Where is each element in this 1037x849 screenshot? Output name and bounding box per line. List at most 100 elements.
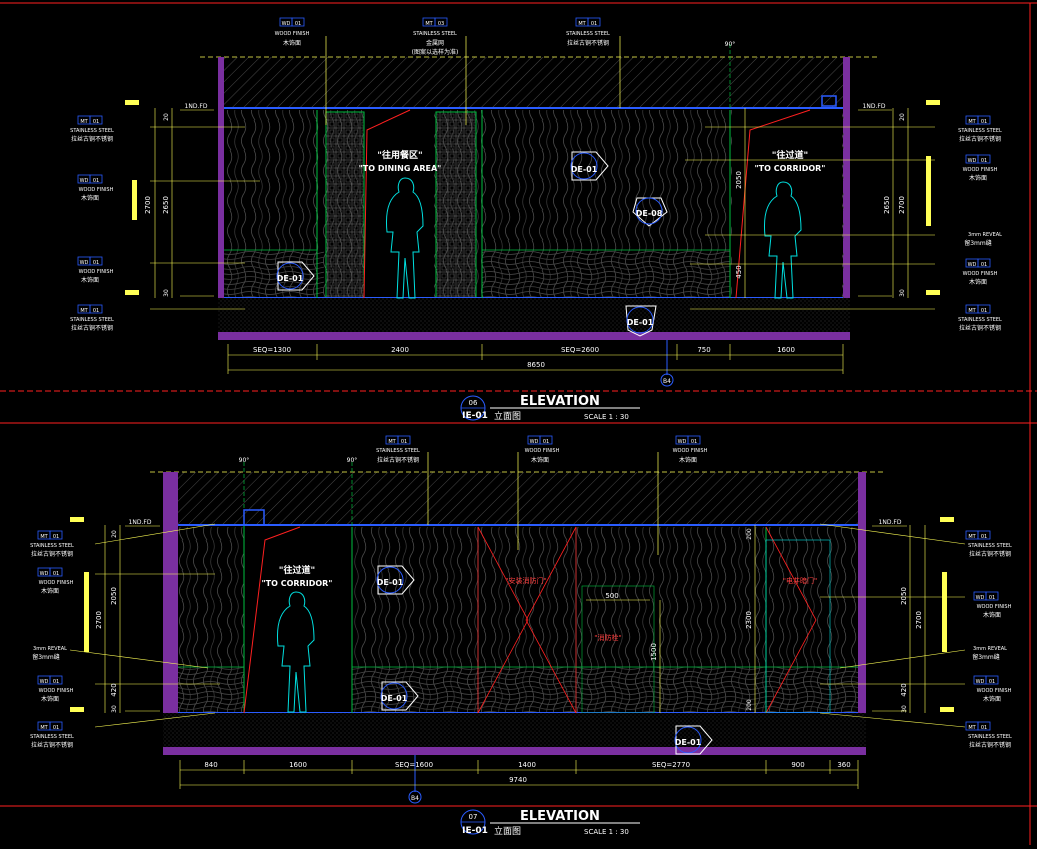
callout: WD 01 WOOD FINISH 木饰面	[673, 435, 708, 464]
svg-text:STAINLESS STEEL: STAINLESS STEEL	[70, 128, 114, 134]
note: 3mm REVEAL 留3mm缝	[32, 646, 67, 661]
tag-label: DE-08	[636, 209, 663, 218]
tag-label: DE-01	[277, 274, 304, 283]
svg-text:STAINLESS STEEL: STAINLESS STEEL	[566, 31, 610, 37]
svg-text:木饰面: 木饰面	[41, 587, 59, 595]
top-left-notes: MT 01 STAINLESS STEEL 拉丝古铜不锈钢 WD 01 WOOD…	[70, 115, 114, 332]
note: WD 01 WOOD FINISH 木饰面	[963, 258, 998, 286]
svg-text:STAINLESS STEEL: STAINLESS STEEL	[958, 317, 1002, 323]
level-left: 1ND.FD	[185, 103, 208, 110]
legend-bar	[926, 100, 940, 105]
svg-text:留3mm缝: 留3mm缝	[964, 239, 992, 247]
opening-corridor	[732, 110, 842, 298]
svg-text:WD: WD	[968, 262, 977, 268]
axis-tag: B4	[411, 795, 419, 802]
door-swing-line	[735, 109, 811, 299]
note: WD 01 WOOD FINISH 木饰面	[973, 591, 1012, 619]
svg-text:拉丝古铜不锈钢: 拉丝古铜不锈钢	[969, 741, 1011, 749]
svg-text:MT: MT	[40, 725, 48, 731]
dim-total: 8650	[527, 361, 545, 369]
svg-text:WD: WD	[40, 679, 49, 685]
dim-1500: 1500	[650, 643, 658, 661]
svg-text:MT: MT	[40, 534, 48, 540]
sign-corridor-cn: "往过道"	[772, 149, 808, 161]
svg-text:木饰面: 木饰面	[983, 611, 1001, 619]
svg-text:木饰面: 木饰面	[283, 39, 301, 47]
svg-text:木饰面: 木饰面	[81, 194, 99, 202]
legend-bar	[940, 707, 954, 712]
tag-label: DE-01	[675, 738, 702, 747]
svg-text:木饰面: 木饰面	[969, 278, 987, 286]
dim-label: 360	[837, 761, 850, 769]
svg-text:MT: MT	[388, 439, 396, 445]
svg-text:MT: MT	[968, 119, 976, 125]
legend-bar	[125, 290, 139, 295]
elevation-06: "往用餐区" "TO DINING AREA" "往过道" "TO CORRID…	[125, 36, 940, 422]
axis-bubble	[660, 373, 674, 387]
dim-label: 2650	[162, 196, 170, 214]
svg-text:拉丝古铜不锈钢: 拉丝古铜不锈钢	[969, 550, 1011, 558]
wall-left	[163, 472, 178, 755]
corner-marker	[243, 509, 265, 526]
sheet-number: IE-01	[462, 826, 488, 836]
leader-line	[94, 523, 216, 545]
detail-tag: DE-01	[380, 681, 419, 711]
svg-text:STAINLESS STEEL: STAINLESS STEEL	[70, 317, 114, 323]
svg-text:拉丝古铜不锈钢: 拉丝古铜不锈钢	[567, 39, 609, 47]
svg-text:WD: WD	[968, 158, 977, 164]
axis-bubble	[408, 790, 422, 804]
floor-base	[218, 332, 850, 340]
dim-label: 200	[746, 699, 753, 711]
svg-text:01: 01	[981, 262, 987, 268]
svg-text:拉丝古铜不锈钢: 拉丝古铜不锈钢	[959, 135, 1001, 143]
dim-label: 900	[791, 761, 804, 769]
note: WD 01 WOOD FINISH 木饰面	[37, 675, 74, 703]
svg-text:STAINLESS STEEL: STAINLESS STEEL	[968, 734, 1012, 740]
label-fire-door: "安装消防门"	[505, 576, 546, 585]
angle-label: 90°	[725, 41, 736, 48]
svg-text:WOOD FINISH: WOOD FINISH	[275, 31, 310, 37]
scale-label: SCALE 1 : 30	[584, 828, 629, 836]
elevation-title: ELEVATION	[520, 394, 600, 409]
svg-text:木饰面: 木饰面	[969, 174, 987, 182]
svg-text:01: 01	[93, 178, 99, 184]
note: WD 01 WOOD FINISH 木饰面	[77, 174, 114, 202]
svg-text:MT: MT	[80, 308, 88, 314]
svg-text:01: 01	[93, 260, 99, 266]
person-silhouette	[277, 591, 315, 713]
note: MT 01 STAINLESS STEEL 拉丝古铜不锈钢	[30, 530, 74, 558]
legend-bar	[940, 517, 954, 522]
door-swing-line	[243, 526, 301, 714]
svg-text:(图案以选样为准): (图案以选样为准)	[412, 48, 459, 56]
svg-text:01: 01	[591, 21, 597, 27]
note: MT 01 STAINLESS STEEL 拉丝古铜不锈钢	[958, 304, 1002, 332]
svg-text:01: 01	[53, 571, 59, 577]
top-right-notes: MT 01 STAINLESS STEEL 拉丝古铜不锈钢 WD 01 WOOD…	[958, 115, 1002, 332]
callout: WD 01 WOOD FINISH 木饰面	[275, 17, 310, 47]
dim-label: 1400	[518, 761, 536, 769]
elevation-07: 500 1500 "安装消防门" "消防栓" "电井暗门" "往过道" "TO …	[69, 452, 966, 837]
bottom-left-notes: MT 01 STAINLESS STEEL 拉丝古铜不锈钢 WD 01 WOOD…	[30, 530, 74, 749]
dim-total: 9740	[509, 776, 527, 784]
sign-corridor-en: "TO CORRIDOR"	[755, 164, 826, 173]
tag-label: DE-01	[571, 165, 598, 174]
legend-bar	[942, 572, 947, 652]
svg-text:MT: MT	[968, 725, 976, 731]
svg-text:拉丝古铜不锈钢: 拉丝古铜不锈钢	[377, 456, 419, 464]
svg-text:MT: MT	[425, 21, 433, 27]
drawing-number: 07	[469, 813, 478, 821]
note: MT 01 STAINLESS STEEL 拉丝古铜不锈钢	[958, 115, 1002, 143]
angle-label: 90°	[239, 457, 250, 464]
label-shaft-door: "电井暗门"	[783, 576, 817, 585]
dim-label: 2050	[735, 171, 743, 189]
wood-base	[178, 667, 244, 713]
svg-text:WOOD FINISH: WOOD FINISH	[39, 688, 74, 694]
ceiling-hatch	[222, 57, 850, 107]
level-right: 1ND.FD	[863, 103, 886, 110]
legend-bar	[926, 156, 931, 226]
svg-text:STAINLESS STEEL: STAINLESS STEEL	[958, 128, 1002, 134]
svg-text:STAINLESS STEEL: STAINLESS STEEL	[376, 448, 420, 454]
door-swing-line	[477, 526, 529, 714]
note: MT 01 STAINLESS STEEL 拉丝古铜不锈钢	[965, 721, 1012, 749]
floor-base	[163, 747, 866, 755]
